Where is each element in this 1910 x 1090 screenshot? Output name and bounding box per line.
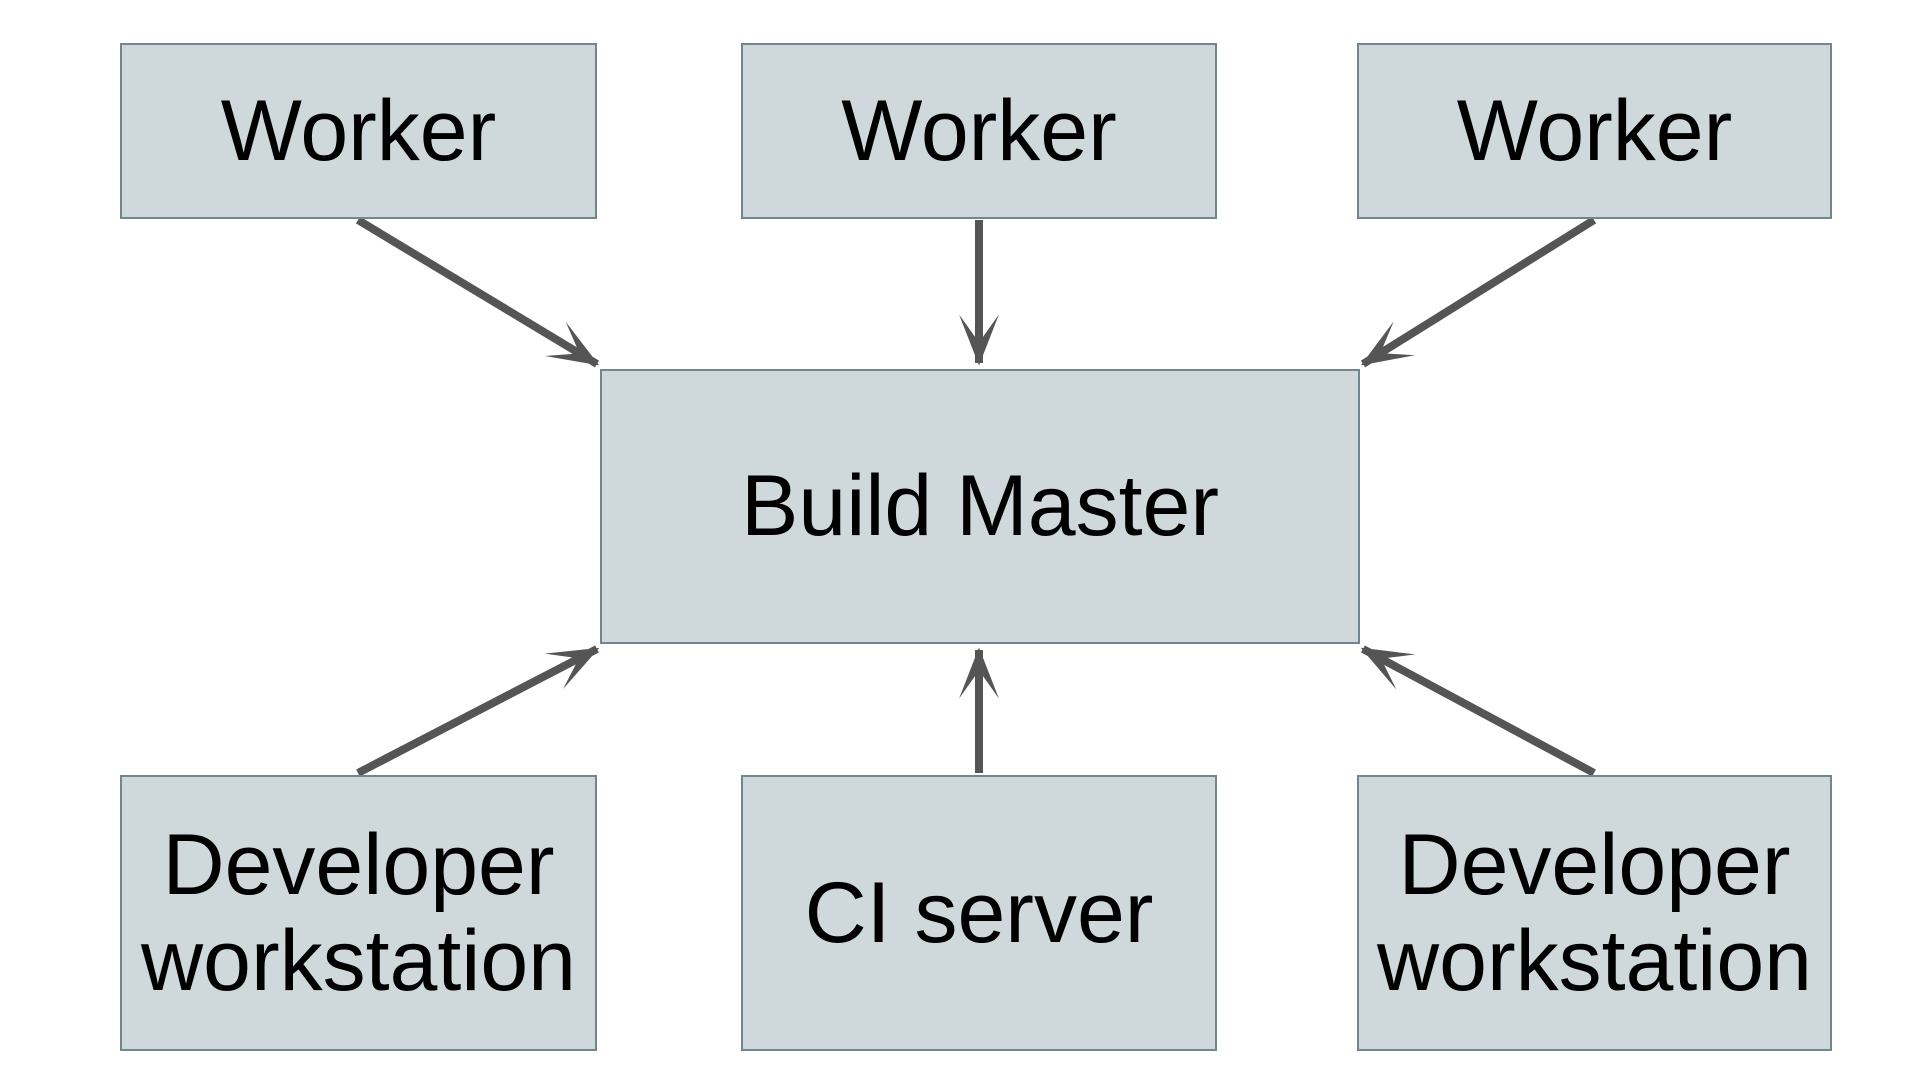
node-developer-workstation-left: Developer workstation xyxy=(120,775,597,1051)
node-developer-workstation-right-label: Developer workstation xyxy=(1377,816,1812,1009)
node-worker-2-label: Worker xyxy=(841,82,1117,179)
node-worker-1-label: Worker xyxy=(220,82,497,179)
node-worker-3: Worker xyxy=(1357,43,1832,219)
node-worker-1: Worker xyxy=(120,43,597,219)
node-developer-workstation-left-label: Developer workstation xyxy=(141,816,576,1009)
node-developer-workstation-right: Developer workstation xyxy=(1357,775,1832,1051)
arrow-developer-workstation-right-to-build-master xyxy=(1360,645,1596,777)
node-build-master-label: Build Master xyxy=(741,458,1219,555)
node-worker-2: Worker xyxy=(741,43,1217,219)
arrow-worker-3-to-build-master xyxy=(1360,216,1597,368)
node-ci-server-label: CI server xyxy=(804,864,1154,961)
node-build-master: Build Master xyxy=(600,369,1360,644)
node-worker-3-label: Worker xyxy=(1456,82,1733,179)
node-ci-server: CI server xyxy=(741,775,1217,1051)
arrow-worker-1-to-build-master xyxy=(355,216,600,368)
arrow-developer-workstation-left-to-build-master xyxy=(356,645,600,777)
